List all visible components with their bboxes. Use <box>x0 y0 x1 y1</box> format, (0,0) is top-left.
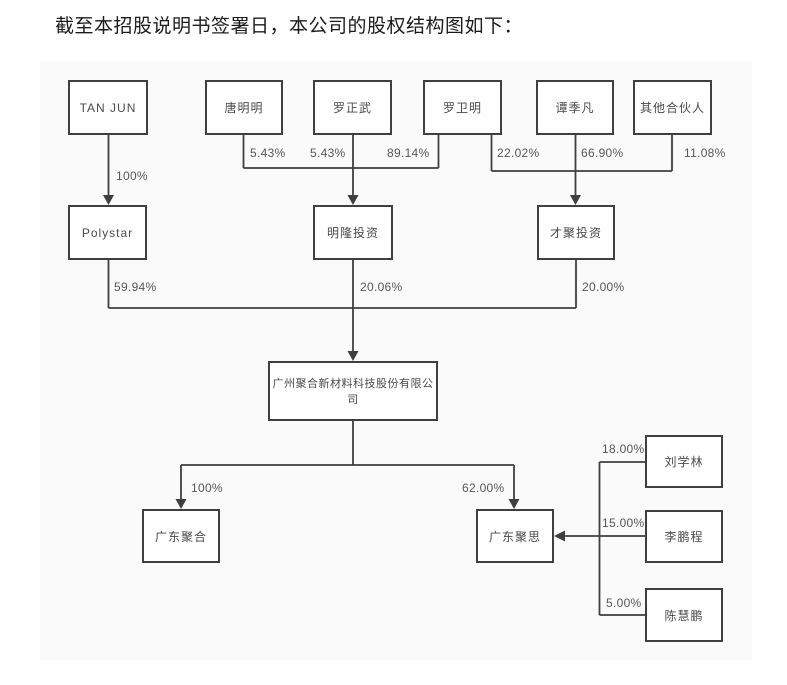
node-other-partners: 其他合伙人 <box>633 80 712 135</box>
ownership-label-company-jusi: 62.00% <box>462 481 505 495</box>
node-luo-weiming: 罗卫明 <box>423 80 502 135</box>
node-caiju: 才聚投资 <box>537 205 615 260</box>
node-liu-xuelin: 刘学林 <box>645 435 723 488</box>
node-minglong: 明隆投资 <box>313 205 393 260</box>
ownership-label-luowm-caiju: 22.02% <box>497 146 540 160</box>
ownership-label-tanjun-polystar: 100% <box>116 169 148 183</box>
ownership-label-liu-jusi: 18.00% <box>602 442 645 456</box>
node-gd-juhe: 广东聚合 <box>142 509 220 563</box>
node-tan-jifan: 谭季凡 <box>536 80 614 135</box>
ownership-label-chen-jusi: 5.00% <box>606 596 642 610</box>
node-tang-mingming: 唐明明 <box>205 80 283 135</box>
ownership-label-tanjf-caiju: 66.90% <box>581 146 624 160</box>
ownership-label-caiju-company: 20.00% <box>582 280 625 294</box>
node-luo-zhengwu: 罗正武 <box>313 80 392 135</box>
ownership-label-luowm-minglong: 89.14% <box>387 146 430 160</box>
node-company: 广州聚合新材料科技股份有限公司 <box>268 361 438 421</box>
node-tan-jun: TAN JUN <box>68 80 148 135</box>
page-title: 截至本招股说明书签署日，本公司的股权结构图如下： <box>55 16 524 37</box>
ownership-label-li-jusi: 15.00% <box>602 516 645 530</box>
ownership-label-polystar-company: 59.94% <box>114 280 157 294</box>
node-gd-jusi: 广东聚思 <box>476 509 554 563</box>
ownership-label-company-juhe: 100% <box>191 481 223 495</box>
node-li-pengcheng: 李鹏程 <box>645 510 723 563</box>
ownership-label-luozw-minglong: 5.43% <box>310 146 346 160</box>
node-chen-huipeng: 陈慧鹏 <box>645 588 723 642</box>
ownership-label-other-caiju: 11.08% <box>684 146 726 160</box>
node-polystar: Polystar <box>68 205 147 260</box>
ownership-label-tang-minglong: 5.43% <box>250 146 286 160</box>
ownership-label-minglong-company: 20.06% <box>360 280 403 294</box>
